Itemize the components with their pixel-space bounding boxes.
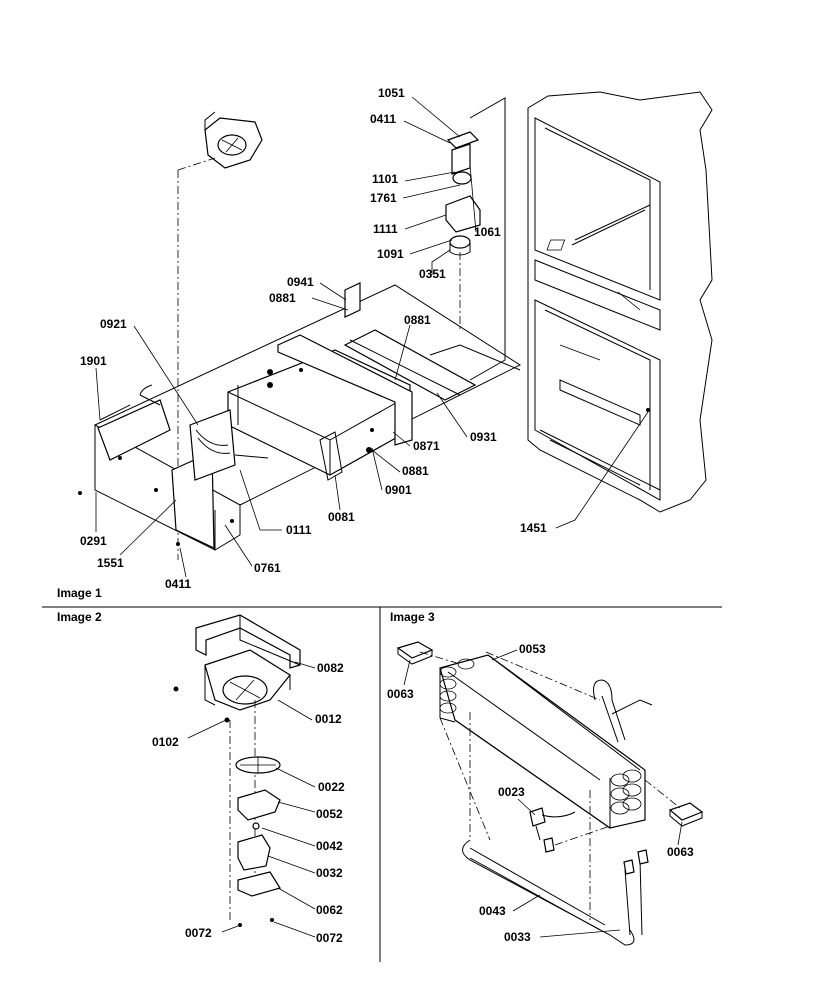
label-0881-a: 0881 — [269, 291, 296, 305]
label-0881-c: 0881 — [402, 464, 429, 478]
label-1451: 1451 — [520, 521, 547, 535]
label-0941: 0941 — [287, 275, 314, 289]
label-1101: 1101 — [372, 172, 398, 186]
label-0901: 0901 — [385, 483, 412, 497]
label-0012: 0012 — [315, 712, 342, 726]
label-0032: 0032 — [316, 866, 343, 880]
label-0931: 0931 — [470, 430, 497, 444]
label-1091: 1091 — [377, 247, 404, 261]
label-0871: 0871 — [413, 439, 440, 453]
cabinet-drawing — [527, 91, 713, 513]
damper-assembly — [445, 131, 481, 330]
label-0063-b: 0063 — [667, 845, 694, 859]
label-0043: 0043 — [479, 904, 506, 918]
label-1111: 1111 — [373, 222, 398, 236]
image3-leaders — [403, 649, 683, 938]
label-1061: 1061 — [474, 225, 501, 239]
label-0111: 0111 — [286, 523, 312, 537]
section-label-image2: Image 2 — [57, 610, 102, 624]
section-label-image3: Image 3 — [390, 610, 435, 624]
label-0102: 0102 — [152, 735, 179, 749]
label-0081: 0081 — [328, 510, 355, 524]
label-1051: 1051 — [378, 86, 405, 100]
image2-leaders — [187, 661, 316, 938]
label-0022: 0022 — [318, 780, 345, 794]
evaporator-cover — [78, 282, 522, 551]
label-0053: 0053 — [519, 642, 546, 656]
label-0023: 0023 — [498, 785, 525, 799]
label-0291: 0291 — [80, 534, 107, 548]
label-0411-bottom: 0411 — [165, 577, 191, 591]
label-0042: 0042 — [316, 839, 343, 853]
label-0761: 0761 — [254, 561, 281, 575]
label-0072-a: 0072 — [185, 926, 212, 940]
fan-motor-assembly — [173, 614, 301, 927]
section-label-image1: Image 1 — [57, 586, 102, 600]
label-0072-b: 0072 — [316, 931, 343, 945]
label-0881-b: 0881 — [404, 313, 431, 327]
label-0921: 0921 — [100, 317, 127, 331]
label-1551: 1551 — [97, 556, 124, 570]
evaporator-coil-assembly — [396, 641, 704, 946]
label-0063-a: 0063 — [387, 687, 414, 701]
image1-leaders — [95, 96, 649, 578]
label-0411-top: 0411 — [370, 112, 396, 126]
label-0062: 0062 — [316, 903, 343, 917]
label-0052: 0052 — [316, 807, 343, 821]
label-0033: 0033 — [504, 930, 531, 944]
label-0082: 0082 — [317, 661, 344, 675]
label-1901: 1901 — [80, 354, 107, 368]
rear-panel — [469, 97, 506, 381]
label-0351: 0351 — [419, 267, 446, 281]
label-1761: 1761 — [370, 191, 397, 205]
